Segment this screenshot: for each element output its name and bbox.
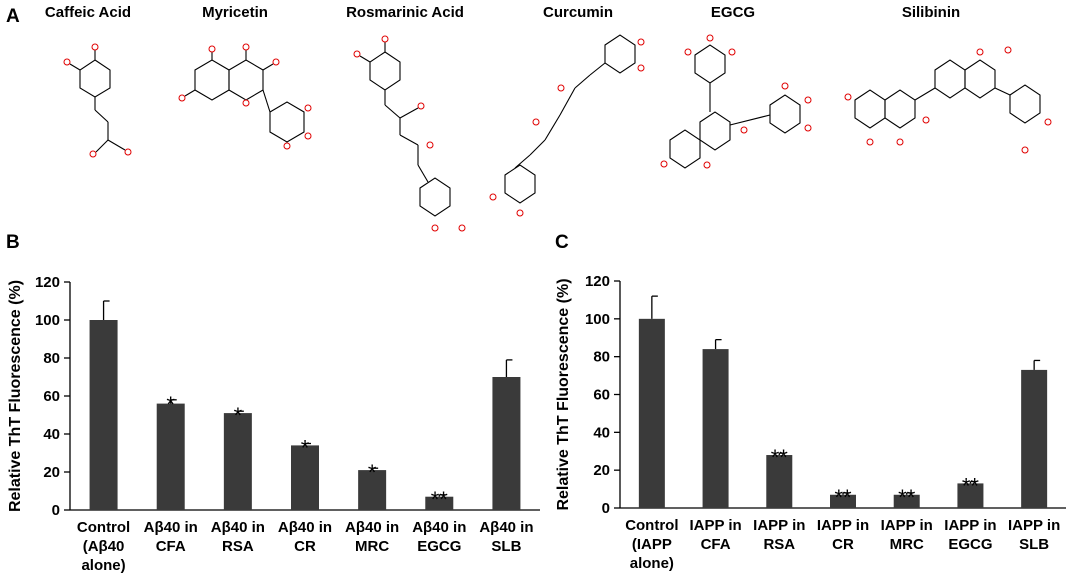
structure-silibinin: [844, 46, 1052, 154]
chart-c-significance-label: **: [771, 445, 789, 470]
chart-c-category-label: Control: [625, 517, 678, 534]
chart-b-category-label: Aβ40 in: [211, 519, 265, 536]
chart-c-category-label: IAPP in: [944, 517, 996, 534]
chart-b-y-tick-label: 100: [35, 312, 60, 329]
chart-c-category-label: RSA: [763, 536, 795, 553]
chart-c-category-label: CR: [832, 536, 854, 553]
chart-c-bar: [1021, 369, 1048, 508]
chart-b-category-label: MRC: [355, 538, 389, 555]
chart-c-bar: [893, 494, 920, 508]
chart-b-significance-label: **: [431, 487, 449, 512]
chart-b-category-label: CR: [294, 538, 316, 555]
chart-c-y-tick-label: 80: [593, 349, 610, 366]
chart-c-significance-label: **: [834, 485, 852, 510]
chart-b-category-label: RSA: [222, 538, 254, 555]
structure-caffeic-acid: [63, 43, 132, 158]
chart-c-bar: [957, 483, 984, 508]
chart-c-category-label: SLB: [1019, 536, 1049, 553]
chart-c-category-label: EGCG: [948, 536, 992, 553]
chart-b-y-tick-label: 120: [35, 274, 60, 291]
chart-c-category-label: IAPP in: [1008, 517, 1060, 534]
structure-curcumin: [489, 34, 645, 217]
chart-c-y-tick-label: 100: [585, 311, 610, 328]
chart-b-significance-label: *: [234, 403, 243, 428]
chart-b-category-label: Aβ40 in: [479, 519, 533, 536]
chart-c-y-tick-label: 0: [602, 500, 610, 517]
panel-label-c: C: [555, 232, 569, 253]
chart-b-category-label: Aβ40 in: [278, 519, 332, 536]
molecule-name-myricetin: Myricetin: [202, 4, 268, 21]
chart-b-significance-label: *: [368, 460, 377, 485]
molecular-structures: [63, 34, 1052, 232]
chart-b-category-label: Aβ40 in: [345, 519, 399, 536]
chart-b-bar: [492, 377, 521, 510]
chart-c-category-label: IAPP in: [753, 517, 805, 534]
chart-c-category-label: IAPP in: [689, 517, 741, 534]
chart-b-category-label: CFA: [156, 538, 186, 555]
chart-b-category-label: Aβ40 in: [412, 519, 466, 536]
molecule-name-egcg: EGCG: [710, 4, 756, 21]
chart-c-y-tick-label: 20: [593, 462, 610, 479]
chart-c-category-label: IAPP in: [817, 517, 869, 534]
chart-c-y-tick-label: 120: [585, 273, 610, 290]
chart-b-y-tick-label: 20: [43, 464, 60, 481]
chart-c-bar: [830, 494, 856, 508]
chart-c-bar: [638, 318, 665, 508]
chart-b-bar: [89, 320, 118, 510]
chart-b-bar: [223, 413, 252, 510]
structure-myricetin: [178, 43, 312, 150]
chart-b-y-tick-label: 60: [43, 388, 60, 405]
structure-egcg: [660, 34, 812, 169]
chart-c-category-label: alone): [630, 555, 674, 572]
chart-c-significance-label: **: [962, 474, 980, 499]
chart-c-bar: [702, 349, 729, 508]
chart-b-y-tick-label: 80: [43, 350, 60, 367]
panel-label-b: B: [6, 232, 20, 253]
chart-b-bar: [156, 403, 185, 510]
chart-c-y-tick-label: 40: [593, 424, 610, 441]
chart-b-significance-label: *: [301, 436, 310, 461]
molecule-name-silibinin: Silibinin: [901, 4, 961, 21]
chart-b-y-tick-label: 40: [43, 426, 60, 443]
chart-b-category-label: Control: [77, 519, 130, 536]
chart-b-bar: [291, 445, 319, 510]
chart-c-category-label: IAPP in: [881, 517, 933, 534]
chart-c-category-label: MRC: [890, 536, 924, 553]
chart-c-significance-label: **: [898, 485, 916, 510]
chart-b-y-tick-label: 0: [52, 502, 60, 519]
molecule-name-curcumin: Curcumin: [542, 4, 614, 21]
chart-c-y-axis-label: Relative ThT Fluorescence (%): [555, 278, 572, 510]
structure-rosmarinic-acid: [353, 35, 466, 232]
chart-b-category-label: SLB: [491, 538, 521, 555]
molecule-name-rosmarinic-acid: Rosmarinic Acid: [346, 4, 464, 21]
chart-b-category-label: (Aβ40: [83, 538, 125, 555]
chart-c-y-tick-label: 60: [593, 387, 610, 404]
panel-label-a: A: [6, 6, 20, 27]
chart-b-category-label: Aβ40 in: [144, 519, 198, 536]
chart-c-bar: [766, 455, 793, 508]
chart-b-category-label: EGCG: [417, 538, 461, 555]
chart-c-category-label: CFA: [701, 536, 731, 553]
chart-b-y-axis-label: Relative ThT Fluorescence (%): [7, 280, 24, 512]
molecule-name-caffeic-acid: Caffeic Acid: [44, 4, 132, 21]
chart-b-bar: [358, 470, 387, 510]
chart-b-bar: [425, 496, 454, 510]
chart-b-significance-label: *: [166, 392, 175, 417]
chart-b-category-label: alone): [81, 557, 125, 574]
chart-c-category-label: (IAPP: [632, 536, 672, 553]
